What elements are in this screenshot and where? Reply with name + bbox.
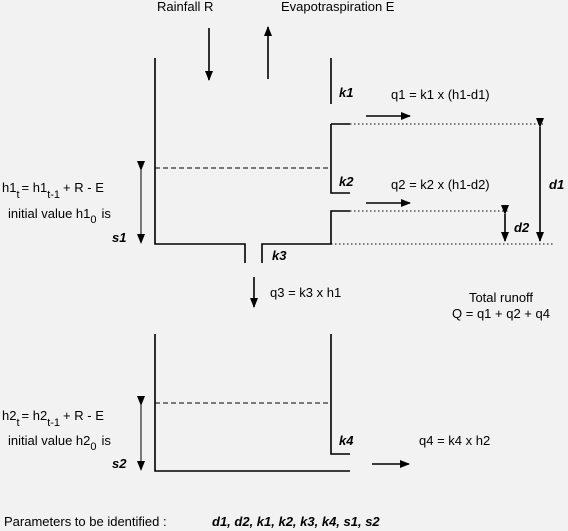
q3-equation: q3 = k3 x h1 — [270, 285, 341, 300]
k1-label: k1 — [339, 85, 353, 100]
evapotranspiration-label: Evapotraspiration E — [281, 0, 395, 14]
q4-equation: q4 = k4 x h2 — [419, 433, 490, 448]
rainfall-label: Rainfall R — [157, 0, 213, 14]
upper-tank-left-wall — [154, 58, 246, 263]
d2-label: d2 — [514, 220, 530, 235]
k2-label: k2 — [339, 174, 354, 189]
d1-label: d1 — [549, 177, 564, 192]
k4-label: k4 — [339, 433, 354, 448]
lower-tank-right-wall — [330, 334, 350, 455]
s2-label: s2 — [112, 456, 127, 471]
upper-tank-right-mid-wall — [330, 123, 350, 194]
h1-equation: h1t= h1t-1+ R - E — [2, 180, 104, 201]
q1-equation: q1 = k1 x (h1-d1) — [391, 87, 490, 102]
total-runoff-equation: Q = q1 + q2 + q4 — [452, 306, 550, 321]
lower-tank-left-bottom-wall — [154, 334, 350, 472]
parameters-list: d1, d2, k1, k2, k3, k4, s1, s2 — [212, 514, 380, 529]
q2-equation: q2 = k2 x (h1-d2) — [391, 177, 490, 192]
total-runoff-title: Total runoff — [469, 290, 533, 305]
k3-label: k3 — [272, 248, 287, 263]
s1-label: s1 — [112, 230, 126, 245]
parameters-label: Parameters to be identified : — [4, 514, 167, 529]
h2-equation: h2t= h2t-1+ R - E — [2, 408, 104, 429]
